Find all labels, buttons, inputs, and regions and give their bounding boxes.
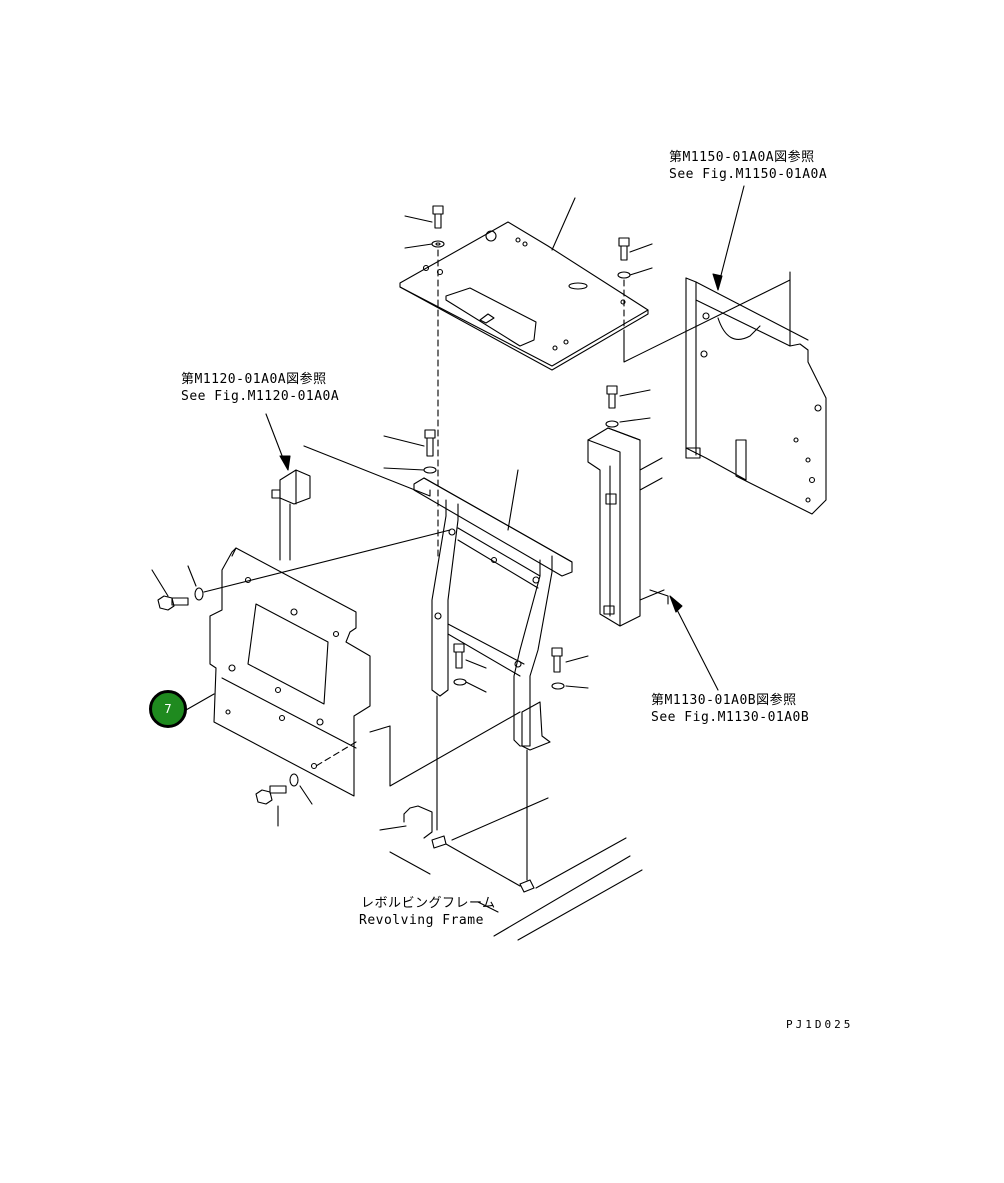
revolving-frame: [380, 798, 642, 940]
top-cover-plate: [400, 222, 648, 370]
callout-frame-jp: レボルビングフレーム: [361, 896, 496, 911]
bolt-center-top: [384, 430, 436, 473]
drawing-code: PJ1D025: [786, 1018, 854, 1031]
callout-fig1150-jp: 第M1150-01A0A図参照: [669, 150, 815, 165]
bolt-front-upper: [152, 530, 450, 610]
leader-fig1130: [672, 600, 718, 690]
right-vertical-bracket: [588, 428, 664, 626]
callout-frame-en: Revolving Frame: [359, 913, 484, 928]
bolt-front-lower: [256, 774, 312, 826]
front-panel-part-7: [186, 548, 520, 796]
bolt-center-right: [527, 648, 588, 880]
callout-fig1120-jp: 第M1120-01A0A図参照: [181, 372, 327, 387]
bolt-top-right: [618, 238, 790, 362]
arrow-fig1150: [713, 274, 722, 290]
bolt-center-left: [437, 644, 486, 830]
callout-fig1130-jp: 第M1130-01A0B図参照: [651, 693, 797, 708]
leader-top-plate: [552, 198, 575, 250]
callout-fig1130-en: See Fig.M1130-01A0B: [651, 710, 810, 725]
part-number-badge[interactable]: 7: [149, 690, 187, 728]
callout-fig1120-en: See Fig.M1120-01A0A: [181, 389, 340, 404]
right-side-panel: [686, 272, 826, 514]
bolt-top-left: [405, 206, 444, 560]
left-upper-bracket: [272, 446, 430, 560]
callout-fig1150-en: See Fig.M1150-01A0A: [669, 167, 828, 182]
arrow-fig1130: [670, 596, 682, 612]
bolt-right-mid: [606, 386, 650, 427]
leader-fig1150: [718, 186, 744, 287]
arrow-fig1120: [280, 456, 290, 470]
